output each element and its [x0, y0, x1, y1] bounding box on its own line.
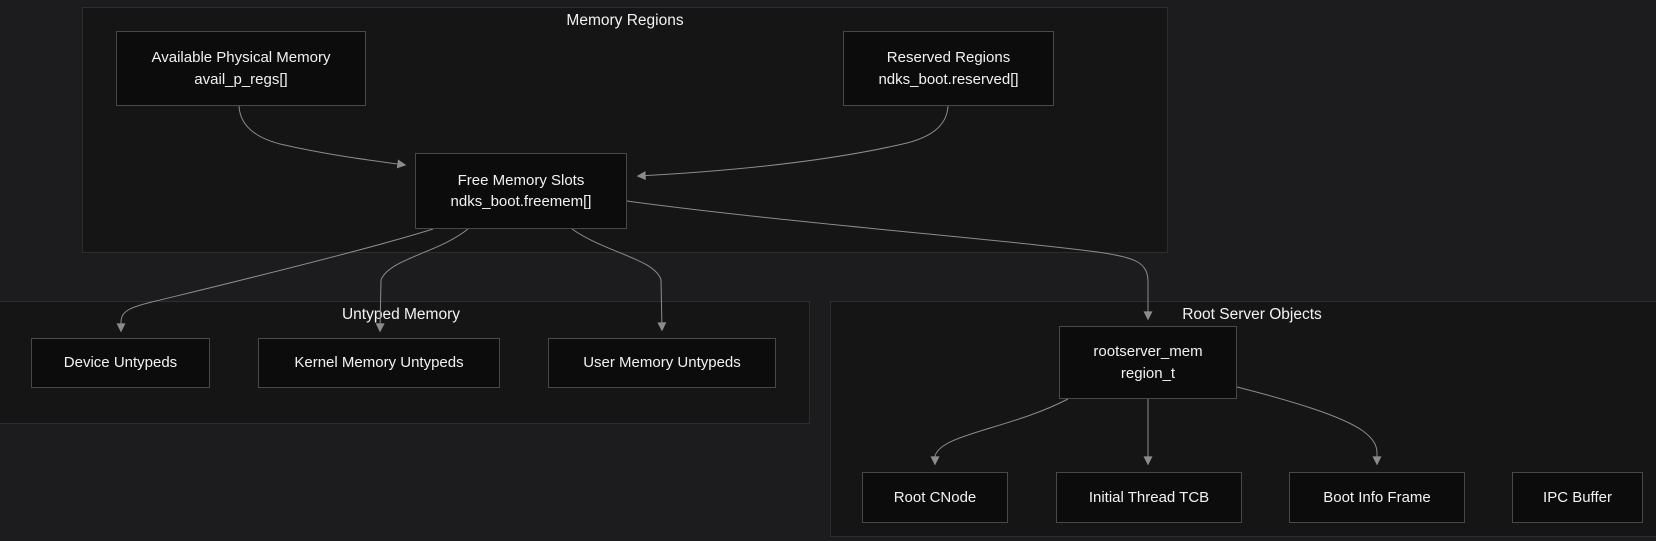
node-label: Root CNode [893, 488, 977, 506]
node-available-physical-memory: Available Physical Memory avail_p_regs[] [116, 31, 366, 106]
node-label: rootserver_mem [1093, 343, 1203, 360]
node-free-memory-slots: Free Memory Slots ndks_boot.freemem[] [415, 153, 627, 229]
node-sublabel: ndks_boot.reserved[] [878, 70, 1019, 88]
node-label: Kernel Memory Untypeds [294, 354, 464, 372]
node-kernel-memory-untypeds: Kernel Memory Untypeds [258, 338, 500, 388]
node-label: IPC Buffer [1543, 488, 1612, 506]
node-sublabel: ndks_boot.freemem[] [450, 193, 592, 210]
node-ipc-buffer: IPC Buffer [1512, 472, 1643, 523]
node-user-memory-untypeds: User Memory Untypeds [548, 338, 776, 388]
node-label: Reserved Regions [886, 49, 1011, 66]
node-rootserver-mem: rootserver_mem region_t [1059, 326, 1237, 399]
node-sublabel: avail_p_regs[] [194, 70, 288, 88]
cluster-title-untyped-memory: Untyped Memory [341, 306, 460, 323]
node-root-cnode: Root CNode [862, 472, 1008, 523]
node-label: Initial Thread TCB [1088, 488, 1210, 506]
cluster-title-memory-regions: Memory Regions [566, 12, 684, 29]
node-label: User Memory Untypeds [583, 354, 741, 372]
node-label: Available Physical Memory [151, 49, 331, 66]
node-label: Device Untypeds [63, 354, 178, 372]
node-boot-info-frame: Boot Info Frame [1289, 472, 1465, 523]
node-label: Free Memory Slots [457, 171, 585, 189]
node-sublabel: region_t [1120, 364, 1176, 382]
node-label: Boot Info Frame [1323, 488, 1431, 506]
node-initial-thread-tcb: Initial Thread TCB [1056, 472, 1242, 523]
node-device-untypeds: Device Untypeds [31, 338, 210, 388]
node-reserved-regions: Reserved Regions ndks_boot.reserved[] [843, 31, 1054, 106]
cluster-title-root-server-objects: Root Server Objects [1182, 306, 1322, 323]
